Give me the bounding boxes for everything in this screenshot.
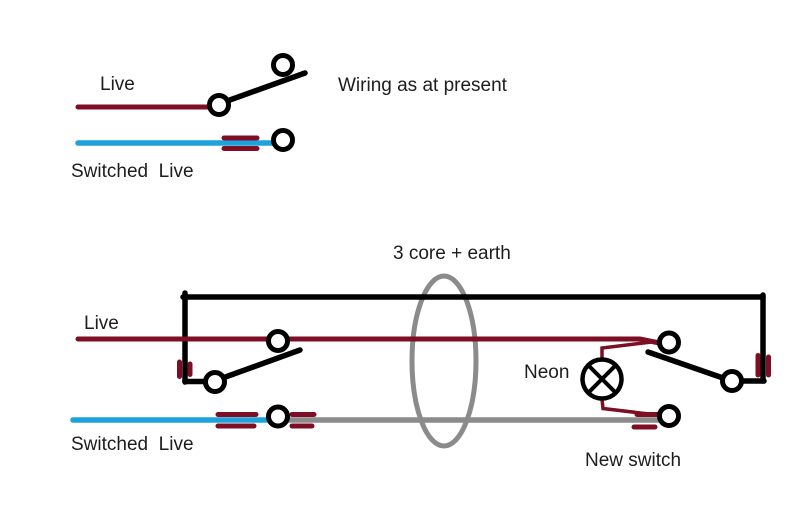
- new-wiring-section: 3 core + earth Live Switched: [70, 243, 771, 471]
- switched-live-label: Switched Live: [71, 161, 194, 182]
- switched-live-terminal: [271, 128, 295, 152]
- switch-blade: [224, 70, 308, 104]
- switch-blade-left: [221, 347, 303, 381]
- neon-label: Neon: [524, 362, 569, 383]
- switch-live-terminal-right: [657, 330, 681, 355]
- switch-open-terminal: [271, 53, 295, 77]
- neon-lamp-cross: [586, 363, 618, 395]
- section-caption: Wiring as at present: [338, 75, 508, 96]
- new-switch-label: New switch: [585, 450, 681, 471]
- switched-live-terminal-right: [657, 404, 681, 428]
- switched-live-terminal-left: [266, 404, 290, 429]
- neon-feed-wire-top: [600, 339, 658, 360]
- switch-pivot-terminal: [207, 93, 231, 117]
- switch-live-terminal-left: [266, 329, 290, 353]
- live-label: Live: [100, 74, 135, 95]
- cable-sheath-ellipse: [409, 273, 479, 449]
- live-label: Live: [84, 313, 119, 334]
- switch-blade-right: [645, 349, 726, 381]
- switched-live-label: Switched Live: [71, 434, 194, 455]
- present-wiring-section: Live Wiring as at present Switched Live: [71, 53, 508, 182]
- switch-pivot-terminal-right: [720, 369, 744, 393]
- cable-label: 3 core + earth: [393, 243, 511, 264]
- neon-feed-wire-bottom: [600, 397, 651, 416]
- switch-pivot-terminal-left: [203, 370, 227, 394]
- live-wire: [75, 336, 660, 345]
- neon-lamp-symbol: [580, 357, 624, 401]
